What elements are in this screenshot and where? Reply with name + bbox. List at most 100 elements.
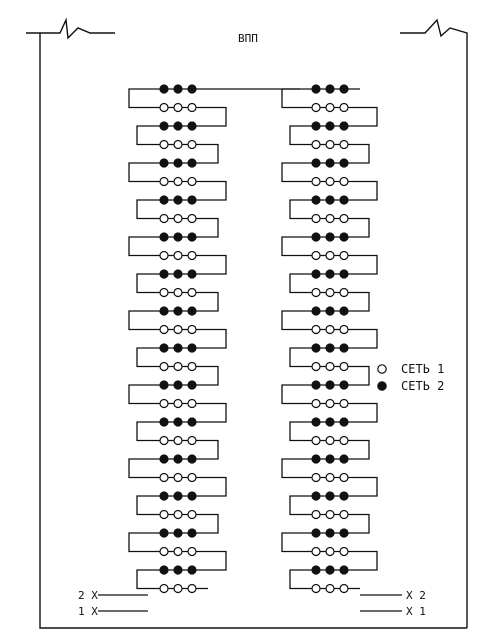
net-1-contact [311, 435, 321, 446]
net-1-contact [159, 324, 169, 335]
connector-row [148, 435, 208, 446]
net-2-contact [311, 491, 321, 501]
net-1-contact [339, 213, 349, 224]
net-2-contact [325, 380, 335, 390]
net-2-contact [325, 565, 335, 575]
net-2-contact [173, 380, 183, 390]
connector-row [148, 158, 208, 168]
wire-loop [128, 88, 148, 109]
net-1-contact [173, 213, 183, 224]
net-2-contact [173, 84, 183, 94]
wire-loop [128, 532, 148, 553]
net-2-contact [339, 528, 349, 538]
net-2-contact [339, 417, 349, 427]
net-1-contact [339, 472, 349, 483]
net-2-contact [339, 84, 349, 94]
wire-loop [360, 402, 378, 423]
net-2-contact [187, 491, 197, 501]
net-1-contact [311, 546, 321, 557]
wire-loop [208, 217, 219, 238]
frame [26, 17, 468, 629]
net-2-contact [159, 343, 169, 353]
connector-row [148, 583, 208, 594]
net-1-contact [339, 546, 349, 557]
net-1-contact [311, 509, 321, 520]
connector-row [300, 269, 360, 279]
net-1-contact [187, 435, 197, 446]
net-2-contact [173, 454, 183, 464]
connector-row [300, 417, 360, 427]
connector-row [300, 287, 360, 298]
net-2-contact [187, 84, 197, 94]
legend-label-net-1: СЕТЬ 1 [401, 362, 444, 376]
net-1-contact [159, 583, 169, 594]
net-1-contact [159, 176, 169, 187]
wire-loop [281, 88, 300, 109]
connector-row [148, 324, 208, 335]
net-1-contact [325, 435, 335, 446]
net-1-contact [325, 509, 335, 520]
legend-label-net-2: СЕТЬ 2 [401, 379, 444, 393]
net-1-contact [173, 546, 183, 557]
net-2-contact [187, 454, 197, 464]
net-1-contact [159, 546, 169, 557]
net-1-contact [173, 583, 183, 594]
net-2-contact [159, 269, 169, 279]
connector-row [148, 454, 208, 464]
connector-row [148, 509, 208, 520]
net-1-contact [311, 176, 321, 187]
connector-row [300, 509, 360, 520]
net-1-contact [311, 102, 321, 113]
connector-row [148, 232, 208, 242]
connector-row [148, 417, 208, 427]
terminal-right-2: X 2 [406, 589, 426, 602]
connector-row [300, 250, 360, 261]
connector-row [148, 546, 208, 557]
net-1-contact [159, 435, 169, 446]
net-1-contact [339, 435, 349, 446]
net-1-contact [173, 139, 183, 150]
frame-label: ВПП [238, 32, 258, 45]
net-1-contact [339, 324, 349, 335]
net-2-contact [311, 417, 321, 427]
wire-loop [136, 421, 148, 442]
net-2-contact [187, 158, 197, 168]
net-2-contact [311, 232, 321, 242]
wire-loop [136, 199, 148, 220]
connector-row [148, 121, 208, 131]
net-2-contact [187, 565, 197, 575]
wire-loop [208, 143, 219, 164]
net-2-contact [339, 158, 349, 168]
wire-loop [208, 180, 227, 201]
wire-loop [289, 199, 300, 220]
connector-row [148, 472, 208, 483]
net-2-contact [159, 528, 169, 538]
net-1-contact [173, 250, 183, 261]
wire-loop [208, 254, 227, 275]
wire-loop [281, 532, 300, 553]
net-2-contact [339, 343, 349, 353]
net-2-contact [311, 454, 321, 464]
net-2-contact [325, 491, 335, 501]
net-2-contact [325, 232, 335, 242]
wire-loop [208, 476, 227, 497]
connector-row [300, 158, 360, 168]
wire-loop [360, 476, 378, 497]
frame-left-bottom [39, 33, 467, 629]
net-2-contact [325, 269, 335, 279]
net-2-contact [159, 565, 169, 575]
net-1-contact [311, 287, 321, 298]
wire-loop [208, 513, 219, 534]
net-2-contact [187, 306, 197, 316]
wire-loop [360, 106, 378, 127]
legend: СЕТЬ 1 СЕТЬ 2 [377, 362, 444, 393]
net-1-contact [311, 139, 321, 150]
net-1-contact [311, 213, 321, 224]
net-2-contact [339, 195, 349, 205]
net-2-contact [173, 121, 183, 131]
wire-loop [360, 328, 378, 349]
net-1-contact [325, 139, 335, 150]
net-1-contact [173, 361, 183, 372]
net-2-contact [339, 306, 349, 316]
